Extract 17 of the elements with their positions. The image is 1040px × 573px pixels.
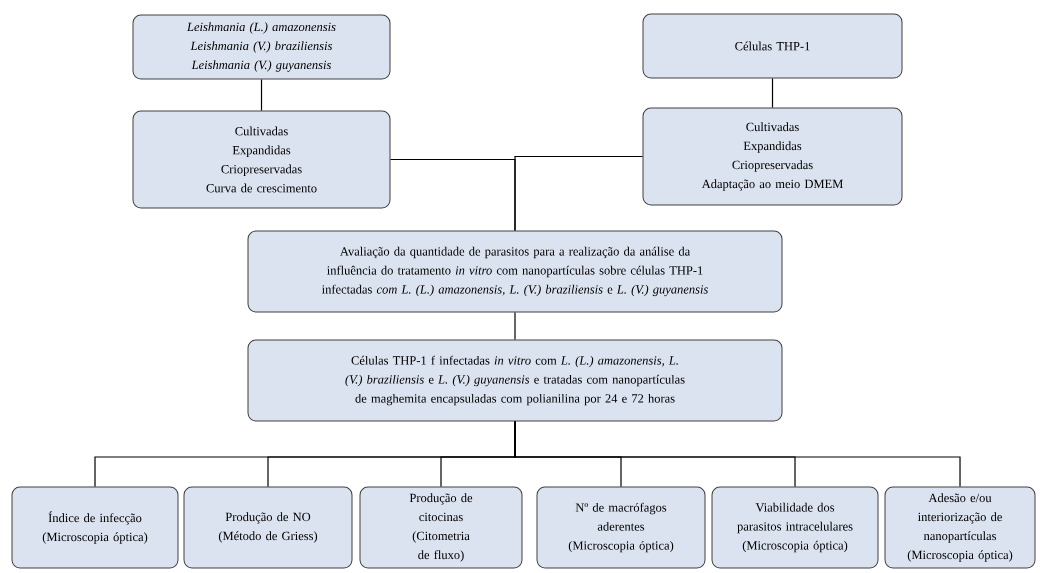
connector-line <box>514 420 961 488</box>
connector-line <box>260 78 263 112</box>
connector-line <box>514 155 644 232</box>
process-box: Produção de citocinas (Citometria de fluxo) <box>359 486 523 569</box>
process-box: Cultivadas Expandidas Criopreservadas Adaptação ao meio DMEM <box>642 107 903 206</box>
process-box: Índice de infecção (Microscopia óptica) <box>11 486 179 569</box>
connector-line <box>771 77 774 109</box>
process-box: Células THP-1 f infectadas in vitro com L. (L.) amazonensis, L. (V.) braziliensis e L. (V.) guyanensis e tratadas com nanopartículas de maghemita encapsuladas com polianilina por 24 e 72 horas <box>247 339 783 422</box>
process-box: Produção de NO (Método de Griess) <box>183 486 353 569</box>
process-box: Viabilidade dos parasitos intracelulares (Microscopia óptica) <box>711 486 879 569</box>
process-box: Cultivadas Expandidas Criopreservadas Curva de crescimento <box>132 110 391 209</box>
process-box: Nº de macrófagos aderentes (Microscopia óptica) <box>536 486 706 569</box>
connector-line <box>514 311 516 341</box>
process-box: Células THP-1 <box>642 13 903 79</box>
process-box: Avaliação da quantidade de parasitos para a realização da análise da influência do tratamento in vitro com nanopartículas sobre células THP-1 infectadas com L. (L.) amazonensis, L. (V.) braziliensis e L. (V.) guyanensis <box>247 230 783 313</box>
process-box: Adesão e/ou interiorização de nanopartículas (Microscopia óptica) <box>884 486 1036 569</box>
process-box: Leishmania (L.) amazonensis Leishmania (V.) braziliensis Leishmania (V.) guyanensis <box>132 14 391 80</box>
